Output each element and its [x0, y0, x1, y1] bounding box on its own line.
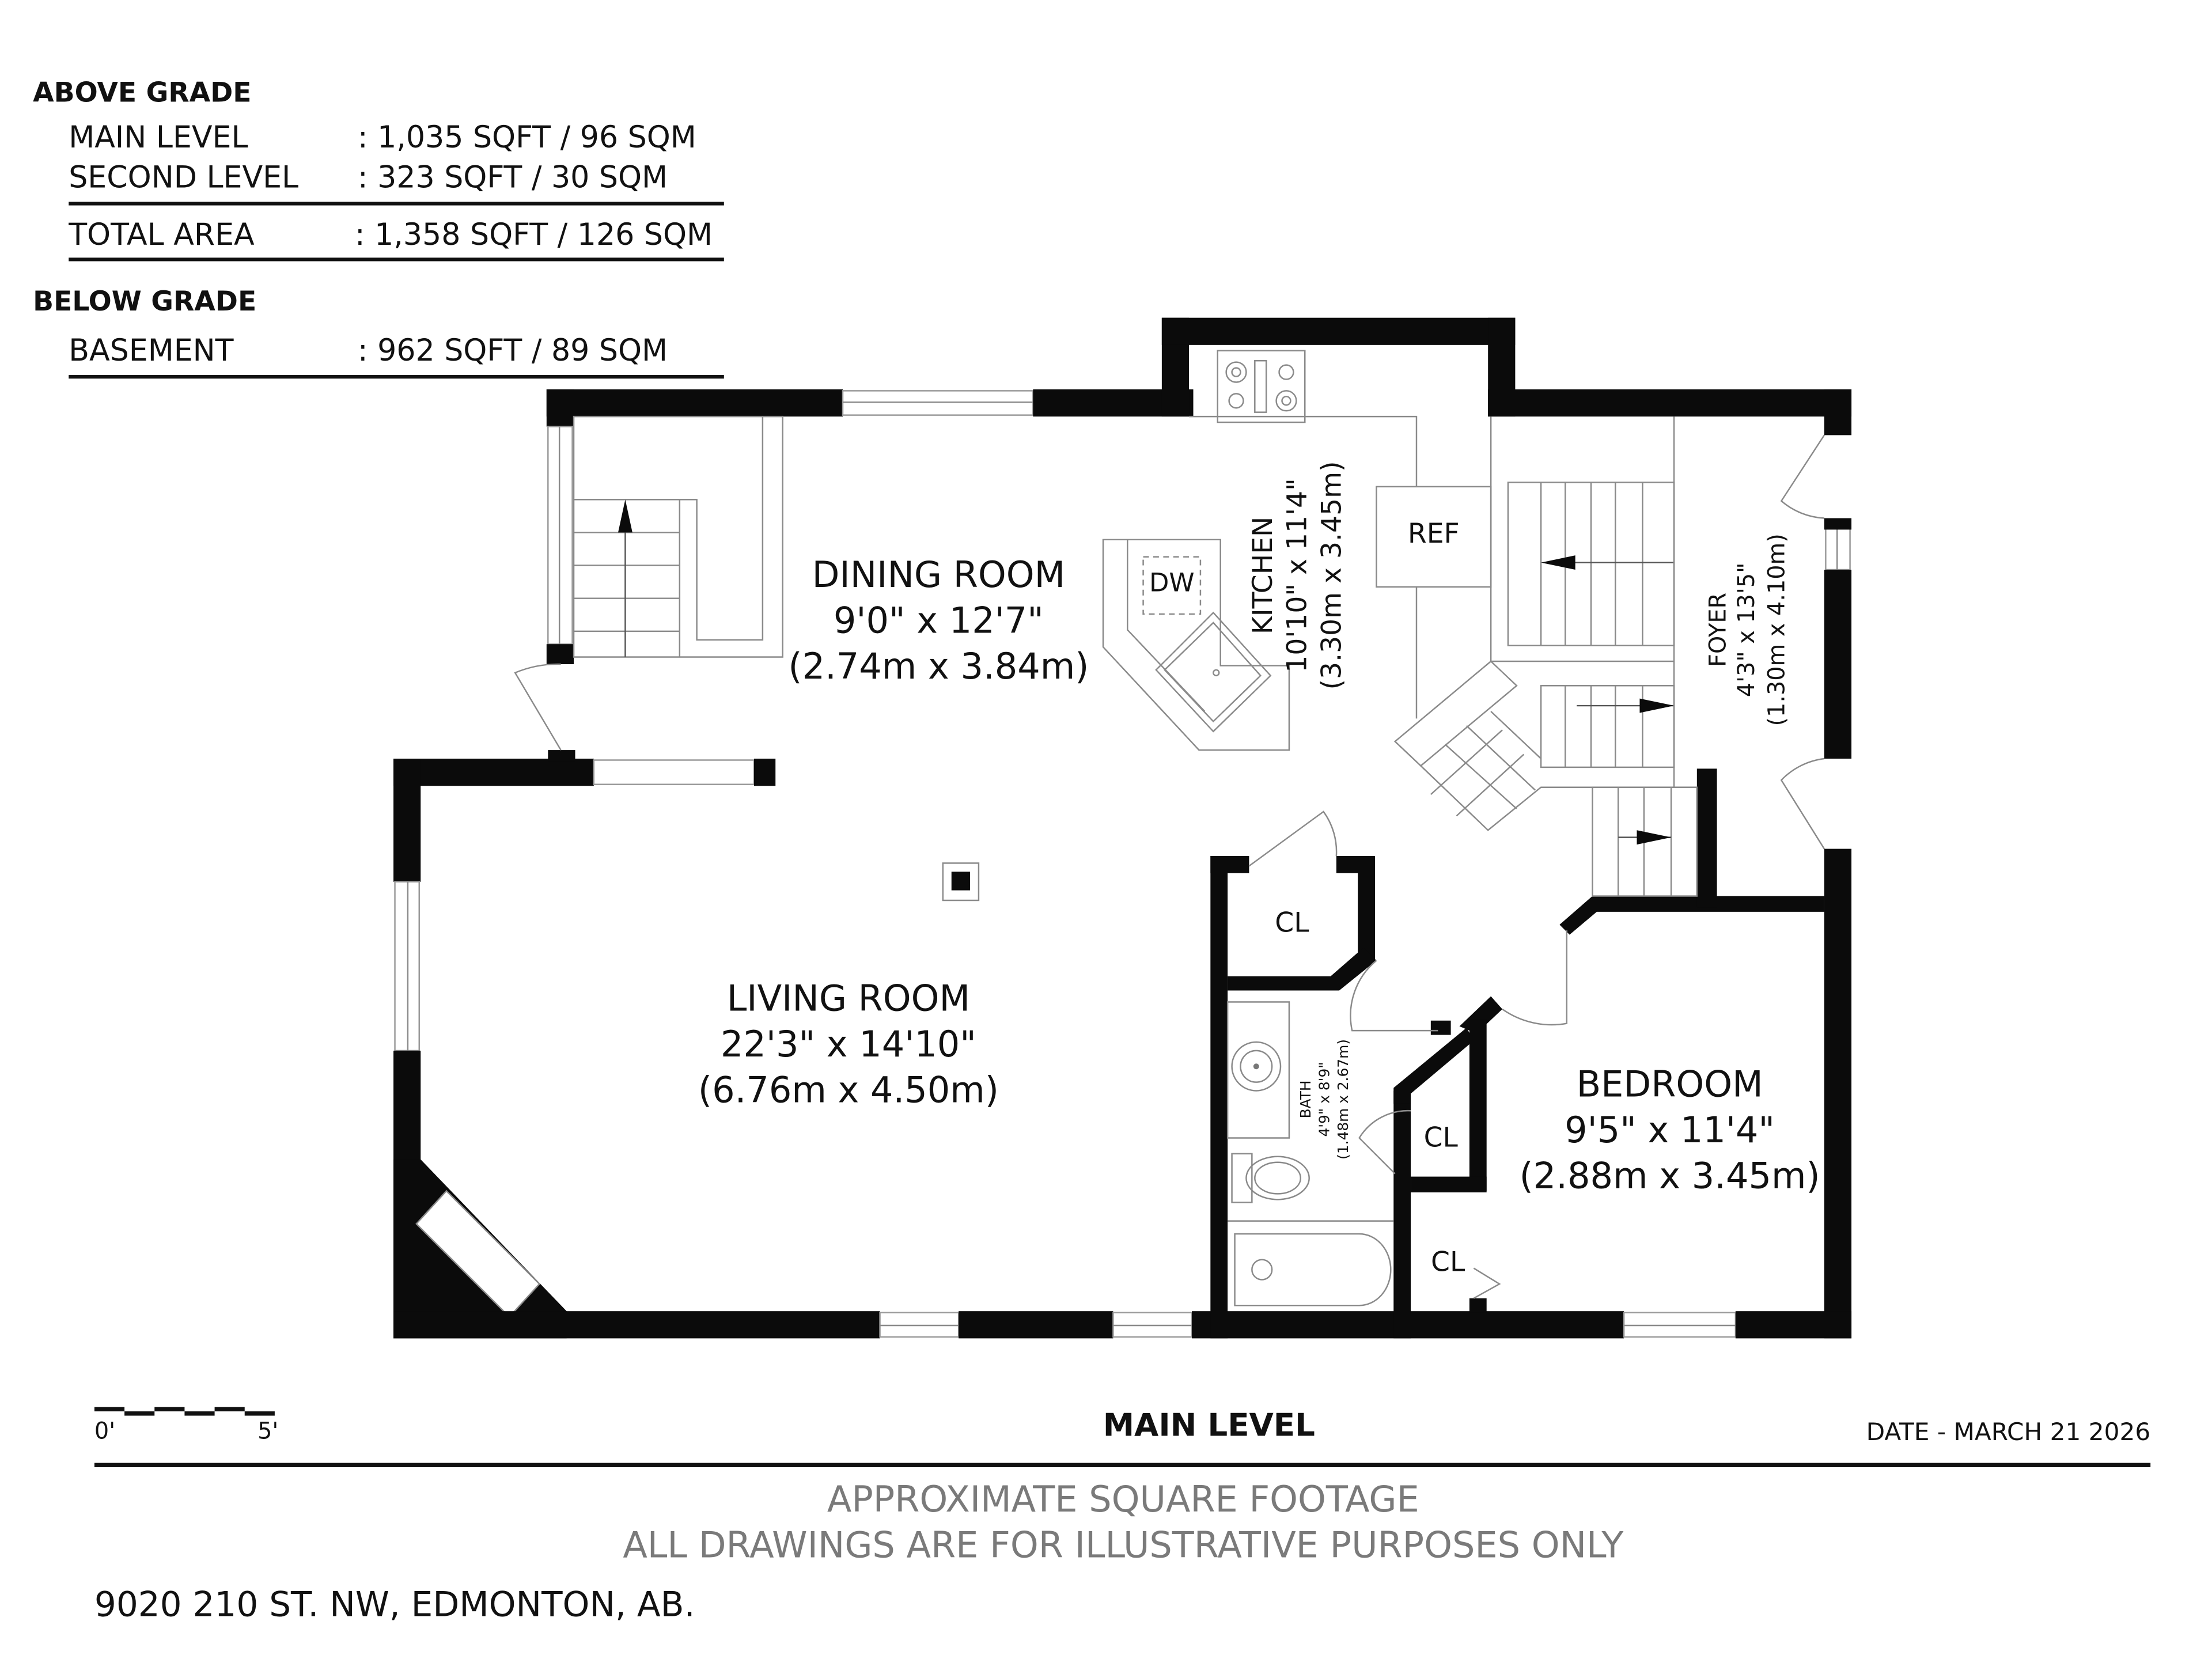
interior-walls	[1210, 768, 1824, 1339]
stairs-up-left	[514, 415, 783, 751]
sink-icon	[1155, 611, 1272, 733]
room-living: LIVING ROOM 22'3" x 14'10" (6.76m x 4.50…	[698, 977, 999, 1111]
room-name: BEDROOM	[1577, 1063, 1763, 1105]
above-grade-heading: ABOVE GRADE	[33, 77, 251, 108]
door-swings	[1248, 434, 1825, 1299]
room-name: DINING ROOM	[812, 554, 1066, 596]
total-area-value: : 1,358 SQFT / 126 SQM	[355, 218, 713, 252]
level-title: MAIN LEVEL	[1103, 1406, 1315, 1443]
room-metric: (2.74m x 3.84m)	[788, 645, 1089, 687]
disclaimer-line-2: ALL DRAWINGS ARE FOR ILLUSTRATIVE PURPOS…	[623, 1524, 1624, 1566]
room-foyer: FOYER 4'3" x 13'5" (1.30m x 4.10m)	[1705, 533, 1790, 726]
ref-label: REF	[1408, 518, 1460, 550]
basement-value: : 962 SQFT / 89 SQM	[358, 334, 668, 368]
bath-fixtures	[1226, 1001, 1394, 1306]
property-address: 9020 210 ST. NW, EDMONTON, AB.	[94, 1585, 695, 1624]
disclaimer-line-1: APPROXIMATE SQUARE FOOTAGE	[827, 1478, 1419, 1520]
room-name: FOYER	[1705, 593, 1732, 667]
exterior-walls	[393, 317, 1852, 1339]
post-icon	[951, 872, 971, 891]
stair-arrow-icon	[1637, 830, 1672, 845]
toilet-icon	[1231, 1153, 1253, 1203]
plan-date: DATE - MARCH 21 2026	[1866, 1418, 2151, 1446]
room-metric: (1.30m x 4.10m)	[1763, 533, 1790, 726]
room-bath: BATH 4'9" x 8'9" (1.48m x 2.67m)	[1297, 1039, 1351, 1160]
sink-icon	[1231, 1041, 1282, 1092]
room-dining: DINING ROOM 9'0" x 12'7" (2.74m x 3.84m)	[788, 554, 1089, 687]
room-name: BATH	[1297, 1080, 1314, 1118]
stair-arrow-icon	[618, 499, 632, 533]
scale-bar: 0' 5'	[94, 1407, 278, 1444]
dishwasher	[1142, 556, 1202, 615]
second-level-label: SECOND LEVEL	[69, 161, 298, 195]
room-imperial: 4'3" x 13'5"	[1733, 563, 1760, 698]
stair-arrow-icon	[1639, 698, 1675, 713]
summary-divider	[69, 257, 724, 262]
dw-label: DW	[1149, 567, 1195, 597]
room-imperial: 22'3" x 14'10"	[721, 1023, 976, 1065]
range-icon	[1217, 350, 1306, 423]
stair-arrow-icon	[1541, 555, 1575, 570]
summary-divider	[69, 202, 724, 206]
room-metric: (2.88m x 3.45m)	[1520, 1154, 1820, 1196]
bathtub-icon	[1234, 1233, 1392, 1306]
room-imperial: 4'9" x 8'9"	[1316, 1062, 1332, 1137]
second-level-value: : 323 SQFT / 30 SQM	[358, 161, 668, 195]
closet-label: CL	[1275, 907, 1309, 939]
area-summary: ABOVE GRADE MAIN LEVEL : 1,035 SQFT / 96…	[33, 77, 724, 379]
stairs-center	[1393, 416, 1698, 897]
room-name: LIVING ROOM	[727, 977, 970, 1019]
total-area-label: TOTAL AREA	[68, 218, 255, 252]
main-level-label: MAIN LEVEL	[69, 120, 248, 155]
room-name: KITCHEN	[1247, 517, 1279, 635]
room-kitchen: KITCHEN 10'10" x 11'4" (3.30m x 3.45m)	[1247, 461, 1347, 690]
basement-label: BASEMENT	[69, 334, 234, 368]
kitchen-fixtures: REF DW	[1102, 350, 1492, 751]
footer-divider	[94, 1463, 2151, 1468]
room-imperial: 9'5" x 11'4"	[1565, 1109, 1775, 1151]
scale-start: 0'	[94, 1418, 115, 1444]
room-imperial: 10'10" x 11'4"	[1282, 478, 1313, 673]
summary-divider	[69, 375, 724, 379]
room-bedroom: BEDROOM 9'5" x 11'4" (2.88m x 3.45m)	[1520, 1063, 1820, 1196]
room-imperial: 9'0" x 12'7"	[834, 599, 1044, 641]
closet-label: CL	[1431, 1247, 1465, 1278]
main-level-value: : 1,035 SQFT / 96 SQM	[358, 120, 696, 155]
post	[942, 862, 980, 902]
closet-label: CL	[1424, 1122, 1459, 1153]
room-metric: (6.76m x 4.50m)	[698, 1069, 999, 1111]
below-grade-heading: BELOW GRADE	[33, 286, 256, 317]
room-metric: (3.30m x 3.45m)	[1316, 461, 1347, 690]
room-metric: (1.48m x 2.67m)	[1335, 1039, 1351, 1160]
scale-end: 5'	[257, 1418, 278, 1444]
